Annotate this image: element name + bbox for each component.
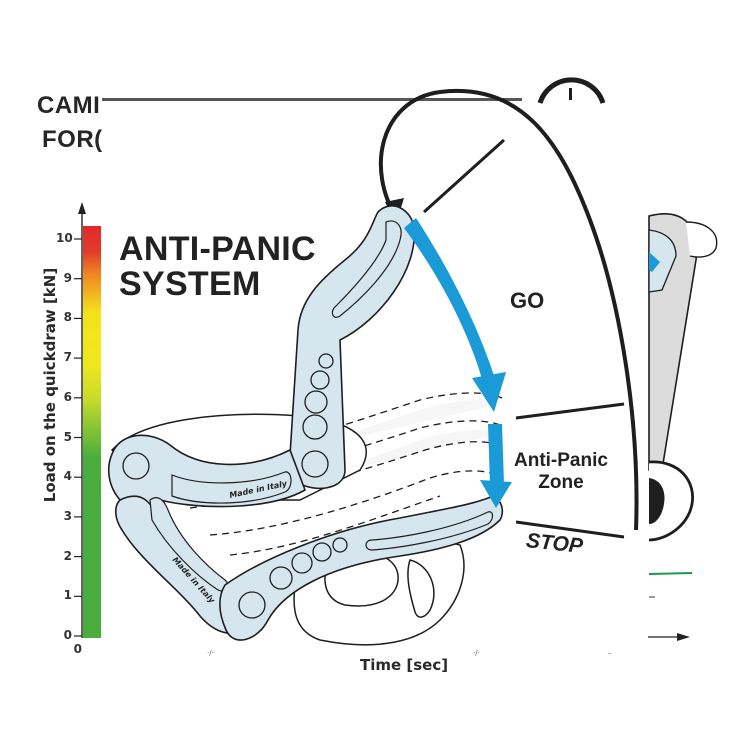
blue-go-arrow — [404, 218, 506, 412]
y-tick-label: 8 — [63, 310, 72, 325]
diagram-title-line1: ANTI-PANIC — [119, 230, 316, 268]
svg-text:·/·: ·/· — [473, 649, 480, 657]
y-tick-label: 3 — [63, 508, 72, 523]
gauge-icon-fragment — [537, 77, 606, 104]
heading-fragment-line1: CAMI — [37, 92, 101, 119]
zone-label-anti-panic: Anti-Panic Zone — [514, 450, 608, 494]
y-ticks — [74, 238, 82, 637]
y-tick-label: 10 — [56, 231, 73, 245]
rope-path — [378, 88, 639, 531]
y-tick-label: 2 — [63, 548, 72, 563]
go-zone-divider — [422, 138, 506, 214]
heading-fragment-line2: FOR( — [42, 126, 103, 153]
diagram-title-line2: SYSTEM — [119, 265, 261, 303]
blue-arrowhead-icon — [472, 372, 506, 412]
y-axis-label: Load on the quickdraw [kN] — [41, 267, 59, 503]
y-axis — [78, 202, 86, 638]
zone-label-anti-panic-line2: Zone — [538, 472, 584, 493]
svg-text:·/·: ·/· — [207, 649, 214, 657]
zone-label-anti-panic-line1: Anti-Panic — [514, 450, 608, 471]
x-axis: ·/· ·/· – — [207, 633, 690, 657]
y-tick-label: 6 — [63, 389, 72, 404]
y-axis-arrow-icon — [78, 202, 86, 214]
load-colorbar — [83, 226, 101, 638]
x-tick-label-0: 0 — [73, 642, 82, 656]
y-tick-label: 5 — [63, 429, 72, 444]
y-tick-label: 4 — [63, 469, 72, 484]
blue-anti-panic-arrow — [480, 424, 512, 508]
grey-device-right — [648, 213, 718, 542]
hidden-heading-remnants — [102, 77, 606, 104]
anti-panic-upper-divider — [515, 402, 625, 420]
x-axis-label: Time [sec] — [360, 656, 449, 674]
y-tick-label: 1 — [63, 588, 72, 603]
y-tick-label: 9 — [63, 270, 72, 285]
svg-text:–: – — [608, 649, 612, 657]
series-line-green — [648, 572, 693, 575]
blue-arrowhead-icon — [480, 480, 512, 508]
diagram-title: ANTI-PANIC SYSTEM — [119, 232, 316, 302]
anti-panic-lower-divider — [515, 520, 625, 539]
y-tick-label: 0 — [63, 628, 72, 642]
lower-lever — [114, 495, 504, 641]
y-tick-label: 7 — [63, 350, 72, 365]
zone-label-go: GO — [510, 288, 545, 313]
x-axis-arrow-icon — [677, 633, 690, 641]
